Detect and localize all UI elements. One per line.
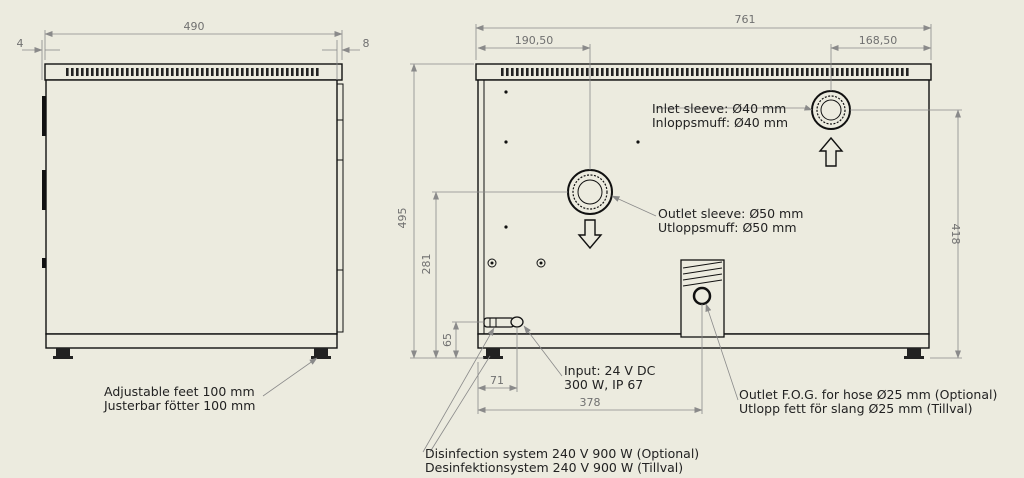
arrow-up-icon bbox=[818, 136, 844, 167]
foot bbox=[907, 348, 921, 356]
dim-side-right-offset: 8 bbox=[363, 37, 370, 50]
label-feet-sv: Justerbar fötter 100 mm bbox=[103, 398, 255, 413]
dim-front-width: 761 bbox=[735, 13, 756, 26]
arrow-down-icon bbox=[577, 219, 603, 250]
dim-side-width: 490 bbox=[184, 20, 205, 33]
dim-outlet-height: 281 bbox=[420, 254, 433, 275]
outlet-sleeve bbox=[567, 169, 613, 215]
dim-inlet-height: 418 bbox=[949, 224, 962, 245]
dim-fog-x: 378 bbox=[580, 396, 601, 409]
label-fog-en: Outlet F.O.G. for hose Ø25 mm (Optional) bbox=[739, 387, 997, 402]
dim-inlet-x: 168,50 bbox=[859, 34, 898, 47]
dim-outlet-x: 190,50 bbox=[515, 34, 554, 47]
label-disinfection-sv: Desinfektionsystem 240 V 900 W (Tillval) bbox=[425, 460, 683, 475]
label-input-2: 300 W, IP 67 bbox=[564, 377, 643, 392]
label-input-1: Input: 24 V DC bbox=[564, 363, 656, 378]
dim-side-left-offset: 4 bbox=[17, 37, 24, 50]
label-outlet-sv: Utloppsmuff: Ø50 mm bbox=[658, 220, 797, 235]
foot bbox=[56, 348, 70, 356]
label-outlet-en: Outlet sleeve: Ø50 mm bbox=[658, 206, 803, 221]
vent-slots bbox=[499, 68, 909, 76]
fog-outlet-box bbox=[680, 259, 725, 338]
label-fog-sv: Utlopp fett för slang Ø25 mm (Tillval) bbox=[739, 401, 973, 416]
dim-input-height: 65 bbox=[441, 333, 454, 347]
dim-input-x: 71 bbox=[490, 374, 504, 387]
vent-slots bbox=[66, 68, 321, 76]
front-view: 761 190,50 168,50 495 281 65 418 71 378 bbox=[396, 13, 997, 475]
dim-total-height: 495 bbox=[396, 208, 409, 229]
label-disinfection-en: Disinfection system 240 V 900 W (Optiona… bbox=[425, 446, 699, 461]
foot bbox=[314, 348, 328, 356]
input-connector bbox=[483, 316, 524, 328]
label-feet-en: Adjustable feet 100 mm bbox=[104, 384, 255, 399]
foot bbox=[486, 348, 500, 356]
label-inlet-en: Inlet sleeve: Ø40 mm bbox=[652, 101, 786, 116]
inlet-sleeve bbox=[811, 90, 851, 130]
side-view: 490 4 8 Adjustable feet 100 mm Justerbar… bbox=[17, 20, 370, 413]
label-inlet-sv: Inloppsmuff: Ø40 mm bbox=[652, 115, 788, 130]
